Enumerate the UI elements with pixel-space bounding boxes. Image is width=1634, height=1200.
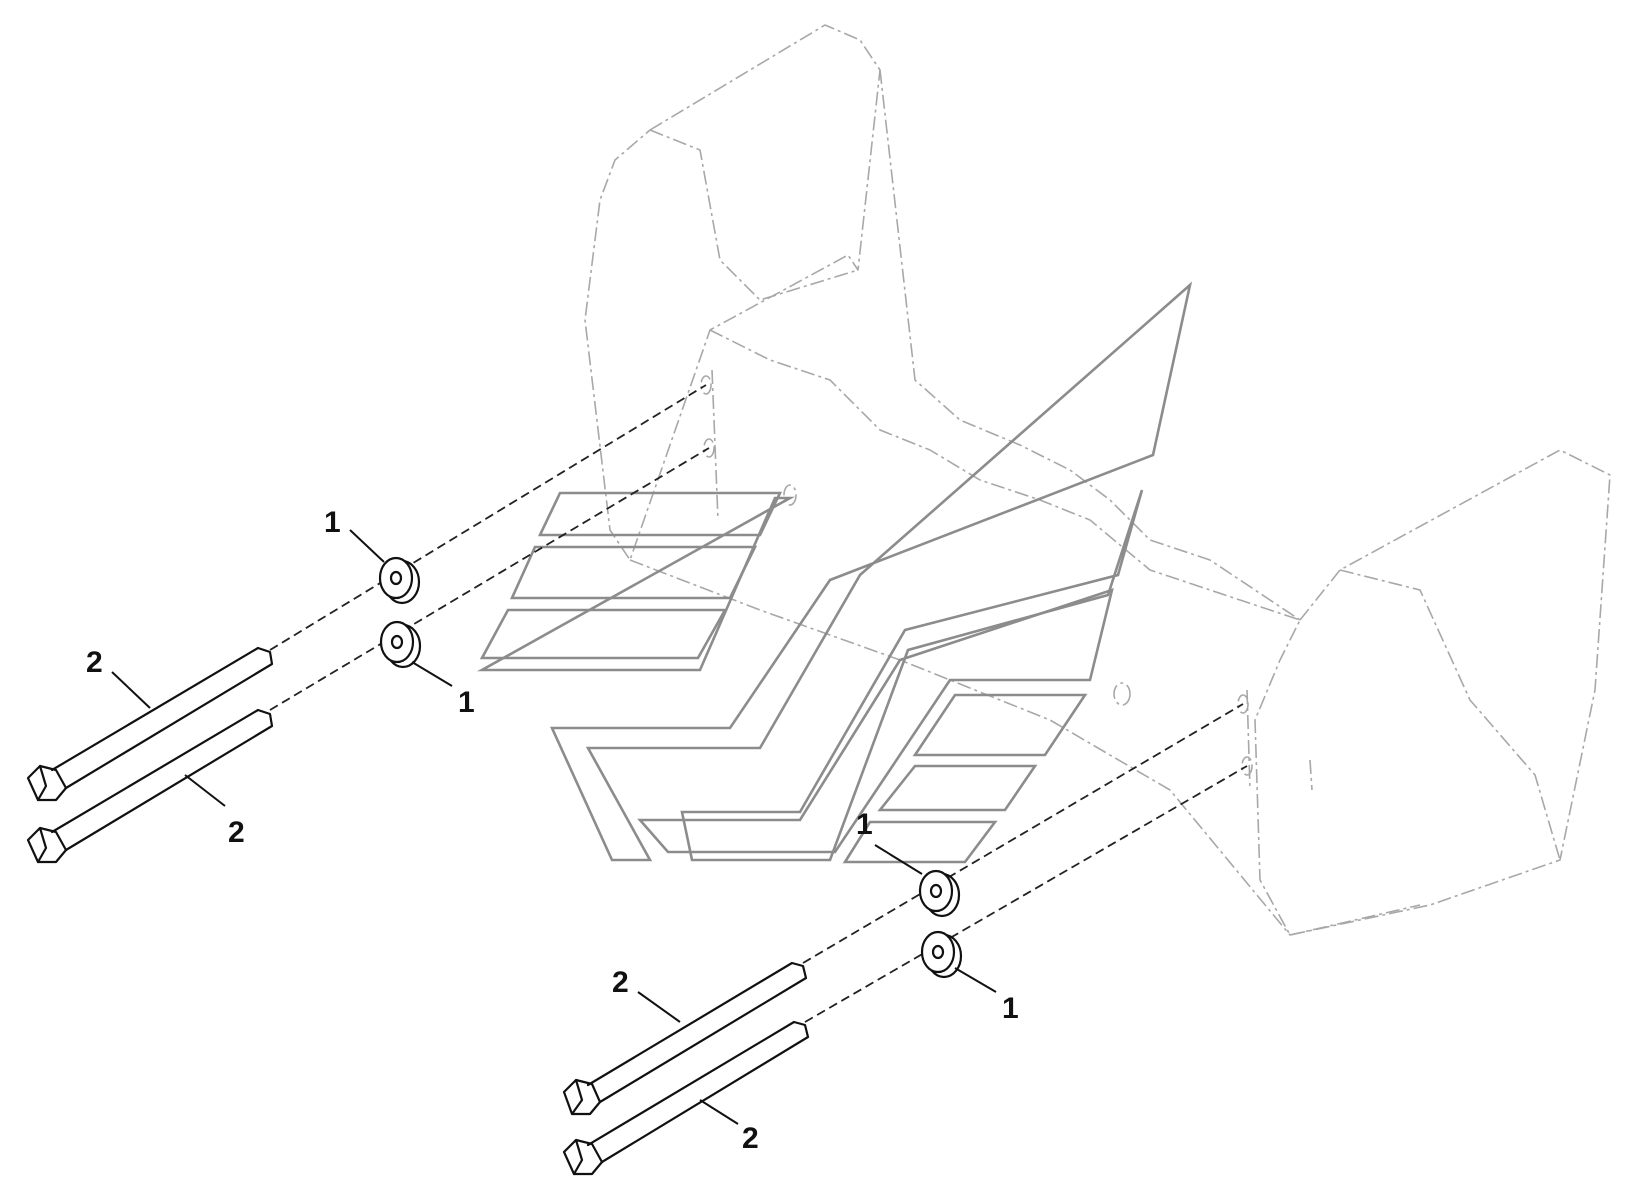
callout-washer-left-upper: 1 [324,506,341,539]
decal-box-left-1 [537,491,783,537]
bolt-left-upper [26,646,274,802]
ghost-right-hole-axis-b [1309,759,1313,791]
mount-hole-right-b [1241,756,1253,776]
axis-left-lower [269,447,710,711]
leader-lines [111,529,997,1125]
leader-c6 [184,774,226,807]
ghost-frame [584,24,1611,936]
axis-right-lower [804,765,1248,1023]
bolt-right-lower [562,1020,810,1176]
ghost-right-upright-inner [1339,569,1561,861]
decal-stripes [477,281,1193,864]
decal-stripe-top-long [549,281,1193,862]
leader-c3 [874,844,923,875]
washer-left-lower [379,620,422,669]
washer-right-lower [920,930,963,979]
mount-hole-left-a [700,375,712,395]
washer-right-upper [918,869,961,918]
callout-washer-right-upper: 1 [856,808,873,841]
washer-left-upper [378,556,421,605]
decal-stripe-lower-long [637,588,1114,854]
ghost-left-hole-axis-a [711,369,719,521]
ghost-right-upright [1254,449,1611,936]
callout-bolt-left-upper: 2 [86,646,103,679]
ghost-crossmember-lower [629,559,1421,936]
mount-hole-left-c [783,484,797,506]
ghost-crossmember-top [879,69,1301,621]
decal-box-right-2 [877,764,1038,812]
leader-c2 [411,661,453,687]
callout-washer-right-lower: 1 [1002,992,1019,1025]
callout-washer-left-lower: 1 [458,686,475,719]
ghost-crossmember [709,329,1301,621]
callouts: 1 1 1 1 2 2 2 2 [86,506,1019,1155]
leader-c4 [954,967,997,993]
leader-c8 [699,1099,739,1125]
callout-bolt-right-upper: 2 [612,966,629,999]
bolt-left-lower [26,708,274,864]
decal-box-right-1 [912,693,1088,757]
bolts [26,646,810,1176]
leader-c1 [349,529,385,563]
mount-hole-center [1113,682,1131,706]
decal-box-left-3 [479,608,728,660]
axis-left-upper [269,384,707,651]
mount-hole-right-a [1237,694,1249,714]
leader-c7 [637,991,681,1023]
axis-right-upper [802,703,1244,964]
decal-stripe-middle-long [680,489,1144,862]
leader-c5 [111,671,151,709]
assembly-axes [269,384,1248,1023]
ghost-left-upright [584,24,881,561]
bolt-right-upper [562,961,808,1116]
callout-bolt-right-lower: 2 [742,1122,759,1155]
callout-bolt-left-lower: 2 [228,816,245,849]
washers [378,556,963,979]
ghost-left-upright-inner [649,129,859,301]
mount-hole-left-b [703,438,715,458]
decal-box-left-frame [477,496,795,672]
decal-box-right-3 [842,820,998,864]
decal-box-left-2 [509,545,758,600]
